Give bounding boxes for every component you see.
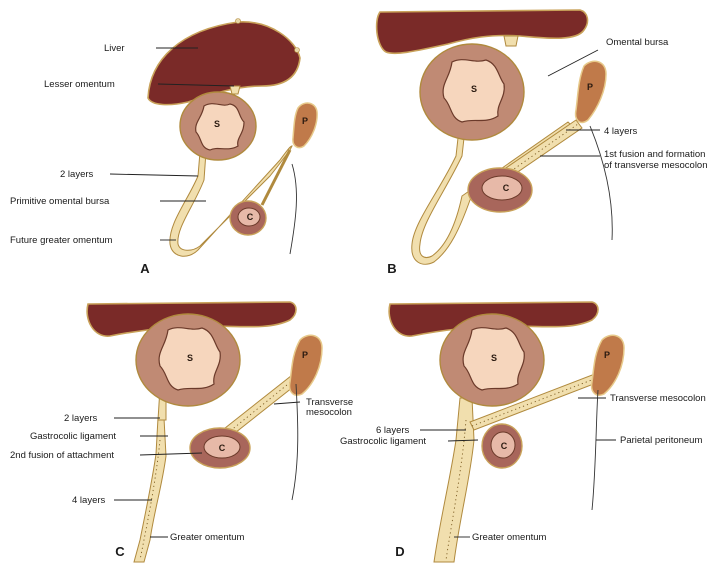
pancreas-letter: P [604, 350, 610, 360]
pancreas-letter: P [587, 82, 593, 92]
lesser-omentum-a [230, 86, 240, 94]
panel-label-c: C [115, 544, 125, 559]
panel-label-b: B [387, 261, 396, 276]
stomach-letter: S [471, 84, 477, 94]
label-6-layers: 6 layers [376, 425, 410, 436]
parietal-line-b [590, 126, 612, 240]
label-2-layers: 2 layers [60, 169, 94, 180]
liver-nodule [295, 48, 300, 53]
label-gastrocolic: Gastrocolic ligament [30, 431, 116, 442]
stomach-letter: S [187, 353, 193, 363]
panel-a: S P C Liver Lesser omentum 2 layers Prim… [10, 19, 317, 277]
label-primitive-bursa: Primitive omental bursa [10, 196, 110, 207]
label-gastrocolic: Gastrocolic ligament [340, 436, 426, 447]
colon-letter: C [247, 212, 254, 222]
pancreas-d [592, 335, 624, 395]
label-2-layers: 2 layers [64, 413, 98, 424]
stomach-letter: S [214, 119, 220, 129]
leader [274, 402, 300, 404]
panel-label-d: D [395, 544, 404, 559]
label-greater-omentum: Greater omentum [472, 532, 547, 543]
greater-omentum-c [134, 418, 166, 562]
pancreas-letter: P [302, 116, 308, 126]
colon-letter: C [219, 443, 226, 453]
panel-c: S P C Transverse mesocolon 2 layers Gast… [10, 302, 353, 562]
label-fusion-line2: of transverse mesocolon [604, 160, 708, 171]
parietal-line-d [592, 390, 598, 510]
label-4-layers: 4 layers [72, 495, 106, 506]
stomach-letter: S [491, 353, 497, 363]
label-transverse: Transverse mesocolon [610, 393, 706, 404]
panel-label-a: A [140, 261, 150, 276]
parietal-line-a [290, 164, 296, 254]
colon-letter: C [501, 441, 508, 451]
label-liver: Liver [104, 43, 125, 54]
label-second-fusion: 2nd fusion of attachment [10, 450, 114, 461]
lesser-omentum-b [504, 36, 518, 46]
pancreas-letter: P [302, 350, 308, 360]
leader [110, 174, 198, 176]
colon-letter: C [503, 183, 510, 193]
label-fusion-line1: 1st fusion and formation [604, 149, 705, 160]
label-omental-bursa: Omental bursa [606, 37, 669, 48]
label-4-layers: 4 layers [604, 126, 638, 137]
label-lesser-omentum: Lesser omentum [44, 79, 115, 90]
liver-nodule [236, 19, 241, 24]
label-greater-omentum: Greater omentum [170, 532, 245, 543]
parietal-line-c [292, 384, 298, 500]
panel-b: S P C Omental bursa 4 layers 1st fusion … [377, 10, 708, 276]
pancreas-c [290, 335, 322, 395]
label-transverse-line2: mesocolon [306, 407, 352, 418]
label-parietal: Parietal peritoneum [620, 435, 702, 446]
panel-d: S P C Transverse mesocolon 6 layers Gast… [340, 302, 706, 562]
label-future-omentum: Future greater omentum [10, 235, 113, 246]
